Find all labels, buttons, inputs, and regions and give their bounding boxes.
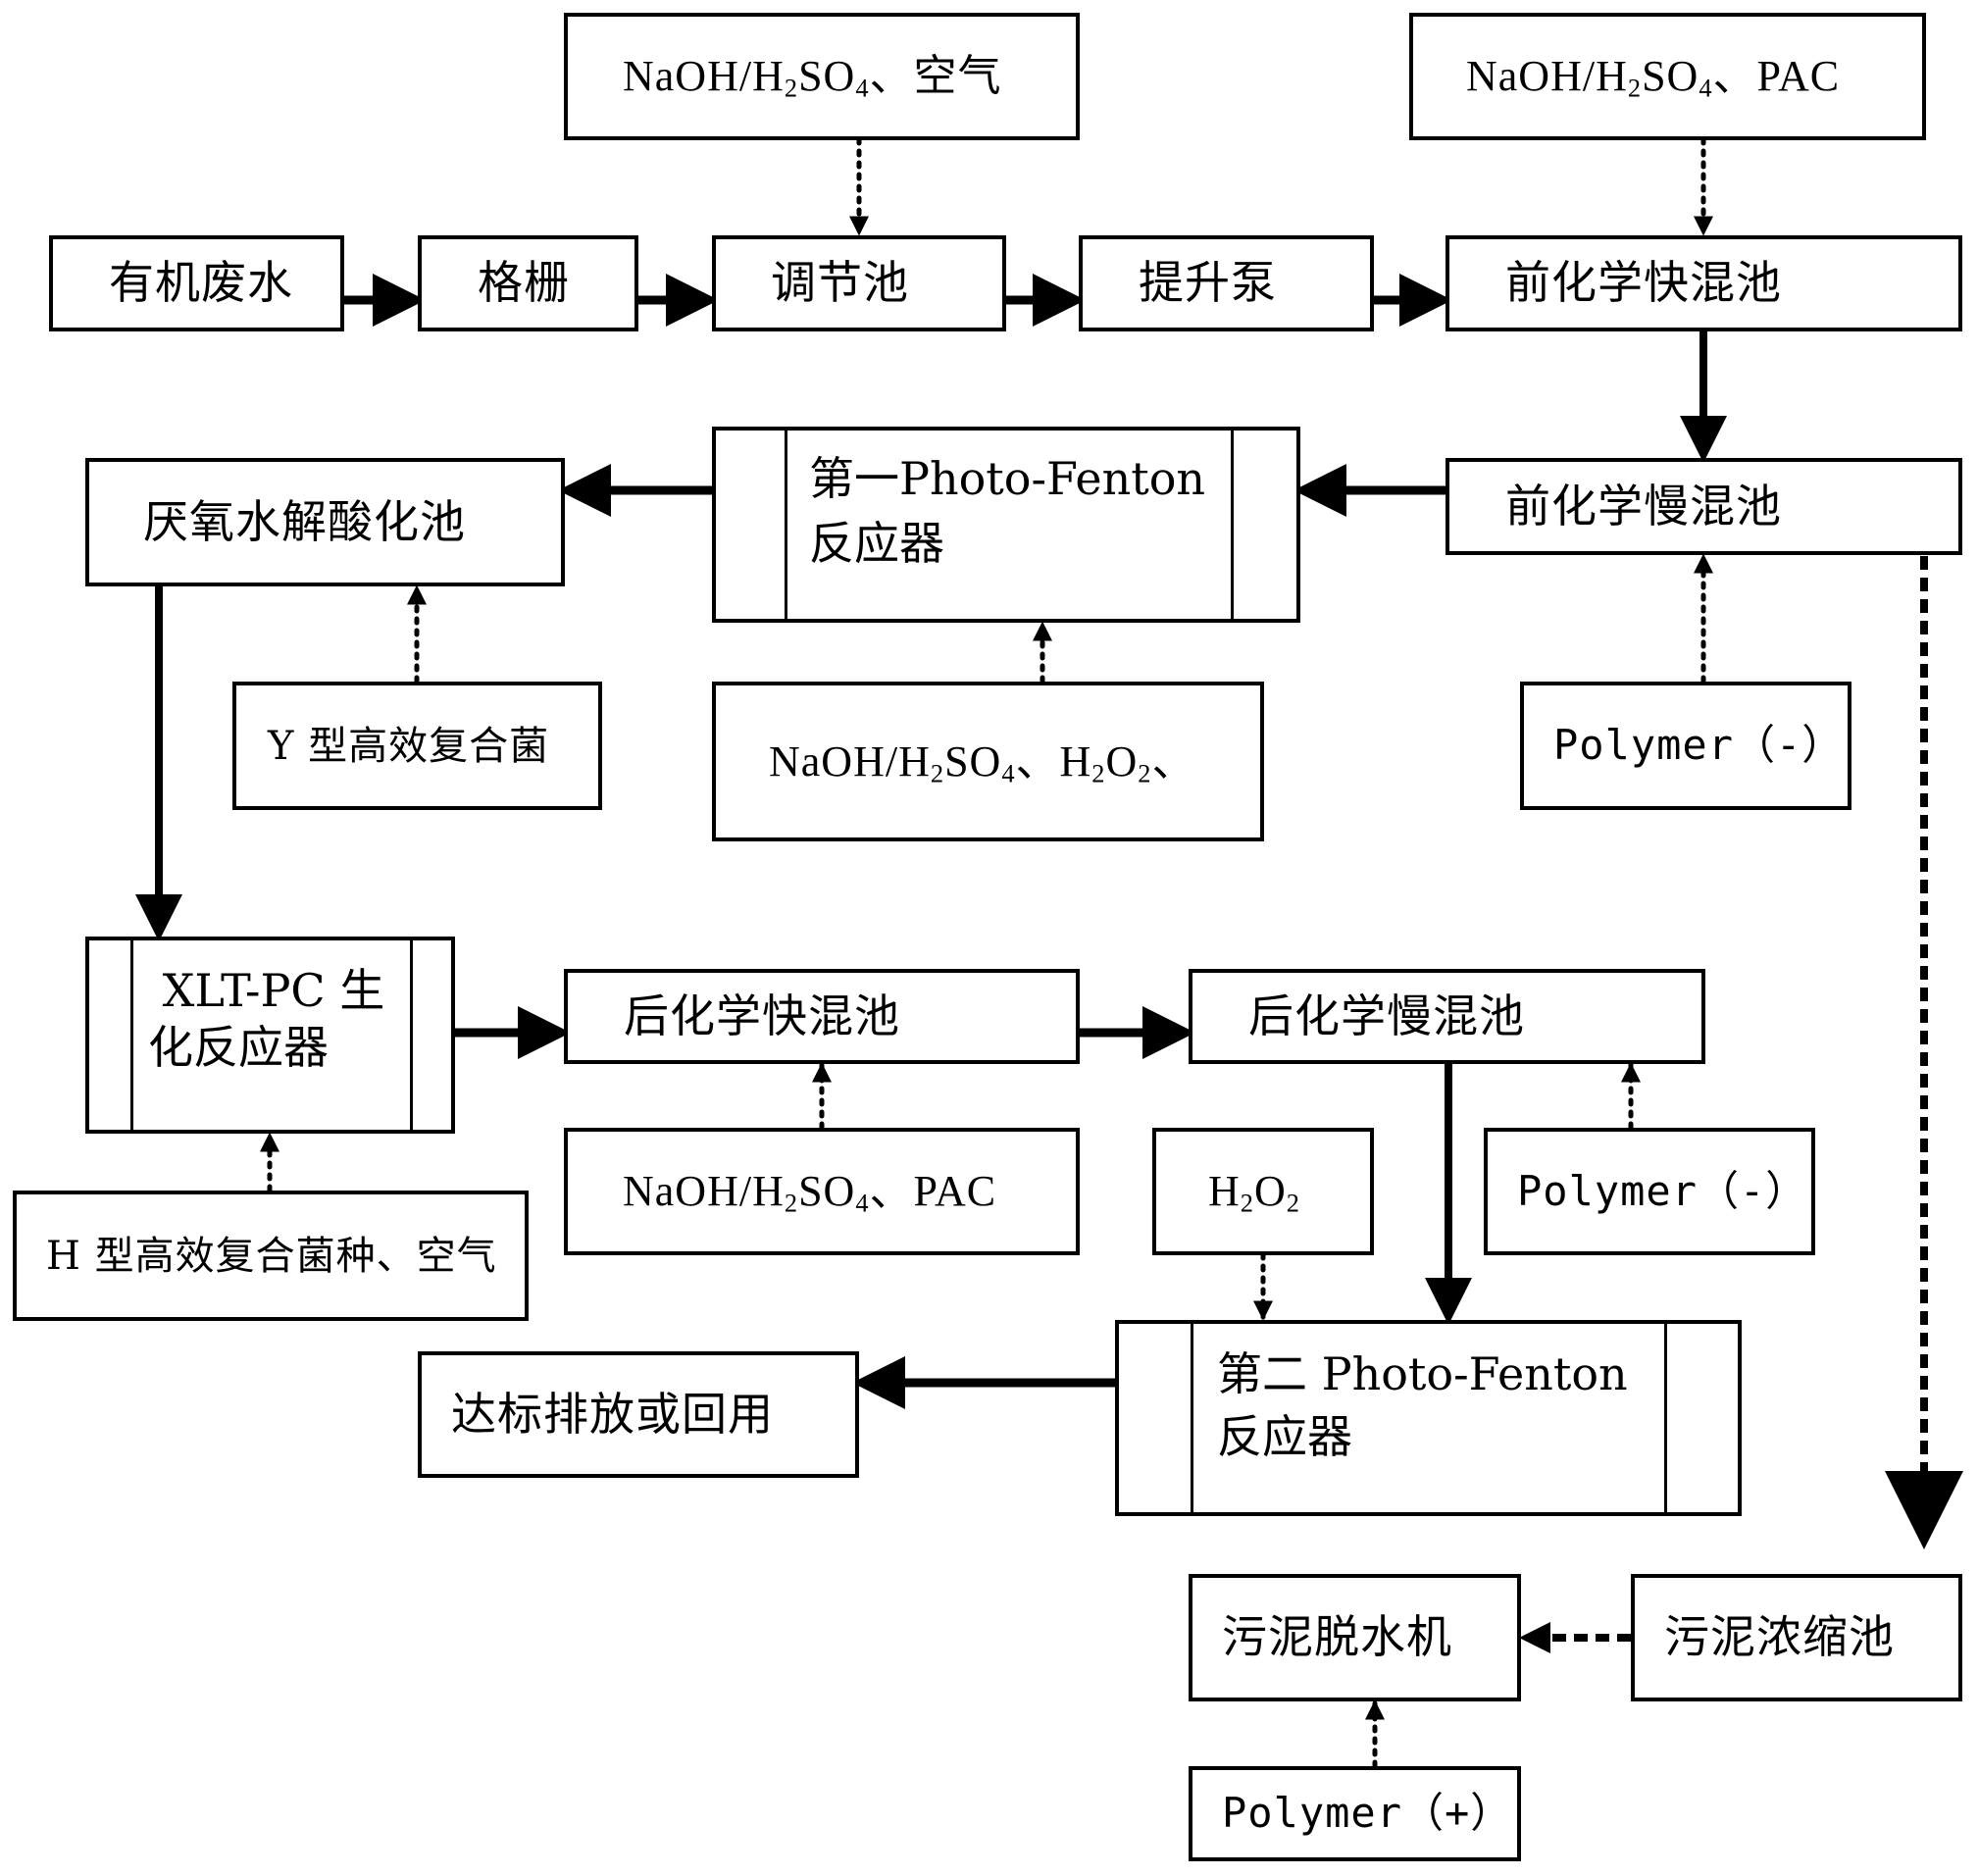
- reactor-label-line1: 第二 Photo-Fenton: [1217, 1347, 1628, 1400]
- node-label: 后化学慢混池: [1248, 989, 1525, 1042]
- node-label: 后化学快混池: [624, 989, 900, 1042]
- reactor-label: 第二 Photo-Fenton 反应器: [1217, 1345, 1628, 1467]
- dose-box-preslow: Polymer（-）: [1520, 682, 1851, 810]
- reactor-label-line1: 第一Photo-Fenton: [809, 452, 1206, 505]
- dose-box-dewatering: Polymer（+）: [1189, 1766, 1521, 1861]
- node-sludge-thickener: 污泥浓缩池: [1631, 1574, 1962, 1701]
- dose-label: NaOH/H2SO4、PAC: [1466, 52, 1841, 103]
- node-label: 污泥脱水机: [1222, 1610, 1452, 1664]
- node-screen: 格栅: [418, 235, 638, 331]
- node-label: 调节池: [771, 256, 909, 310]
- node-anaerobic-hydrolysis: 厌氧水解酸化池: [85, 458, 565, 586]
- node-post-slow-mix: 后化学慢混池: [1189, 969, 1705, 1064]
- node-photo-fenton-2: 第二 Photo-Fenton 反应器: [1115, 1320, 1742, 1516]
- dose-label: NaOH/H2SO4、PAC: [623, 1167, 997, 1218]
- node-post-rapid-mix: 后化学快混池: [564, 969, 1080, 1064]
- subscript: 2: [1286, 1189, 1300, 1218]
- node-label: 前化学慢混池: [1505, 479, 1782, 532]
- reactor-band-left: [1191, 1320, 1193, 1516]
- reactor-label-line2: 反应器: [1217, 1409, 1352, 1463]
- subscript: 2: [1091, 758, 1106, 788]
- dose-label: Polymer（-）: [1517, 1166, 1808, 1215]
- node-label: 前化学快混池: [1505, 256, 1782, 310]
- reactor-label-line1: XLT-PC 生: [148, 964, 385, 1017]
- dose-label: Polymer（-）: [1553, 721, 1845, 770]
- subscript: 2: [930, 758, 945, 788]
- dose-box-equalization: NaOH/H2SO4、空气: [564, 13, 1080, 140]
- subscript: 4: [855, 1189, 870, 1218]
- reactor-band-right: [410, 937, 413, 1134]
- reactor-band-left: [785, 427, 787, 623]
- dose-box-xlt: H 型高效复合菌种、空气: [13, 1191, 529, 1321]
- node-xlt-pc-reactor: XLT-PC 生 化反应器: [85, 937, 455, 1134]
- subscript: 2: [1627, 74, 1643, 103]
- reactor-band-left: [130, 937, 133, 1134]
- node-pre-rapid-mix: 前化学快混池: [1445, 235, 1962, 331]
- dose-box-prerapid: NaOH/H2SO4、PAC: [1409, 13, 1926, 140]
- node-lift-pump: 提升泵: [1079, 235, 1374, 331]
- dose-box-anaerobic: Y 型高效复合菌: [232, 682, 602, 810]
- node-label: 厌氧水解酸化池: [143, 494, 466, 548]
- node-pre-slow-mix: 前化学慢混池: [1445, 458, 1962, 555]
- dose-label: H 型高效复合菌种、空气: [46, 1233, 497, 1279]
- node-sludge-dewatering: 污泥脱水机: [1189, 1574, 1521, 1701]
- subscript: 2: [1138, 758, 1152, 788]
- subscript: 2: [784, 74, 799, 103]
- dose-label: Y 型高效复合菌: [268, 723, 550, 769]
- node-label: 格栅: [478, 256, 570, 310]
- dose-box-pf2: H2O2: [1152, 1128, 1374, 1255]
- subscript: 4: [1001, 758, 1016, 788]
- subscript: 2: [784, 1189, 799, 1218]
- subscript: 4: [855, 74, 870, 103]
- node-photo-fenton-1: 第一Photo-Fenton 反应器: [712, 427, 1300, 623]
- dose-label: H2O2: [1208, 1167, 1300, 1218]
- dose-box-postslow: Polymer（-）: [1484, 1128, 1815, 1255]
- dose-label: Polymer（+）: [1222, 1789, 1513, 1838]
- node-equalization-tank: 调节池: [712, 235, 1006, 331]
- node-label: 达标排放或回用: [451, 1387, 774, 1441]
- node-label: 有机废水: [109, 256, 293, 310]
- node-label: 污泥浓缩池: [1664, 1610, 1895, 1664]
- dose-label: NaOH/H2SO4、空气: [623, 52, 1002, 103]
- reactor-label-line2: 化反应器: [148, 1020, 329, 1074]
- reactor-label-line2: 反应器: [809, 516, 944, 570]
- dose-box-postrapid: NaOH/H2SO4、PAC: [564, 1128, 1080, 1255]
- reactor-label: 第一Photo-Fenton 反应器: [809, 450, 1205, 574]
- subscript: 2: [1240, 1189, 1254, 1218]
- reactor-label: XLT-PC 生 化反应器: [148, 962, 384, 1078]
- subscript: 4: [1699, 74, 1713, 103]
- reactor-band-right: [1664, 1320, 1667, 1516]
- dose-box-pf1: NaOH/H2SO4、H2O2、: [712, 682, 1264, 841]
- node-raw-wastewater: 有机废水: [49, 235, 344, 331]
- dose-label: NaOH/H2SO4、H2O2、: [769, 736, 1196, 788]
- node-label: 提升泵: [1139, 256, 1277, 310]
- node-discharge: 达标排放或回用: [418, 1351, 859, 1478]
- reactor-band-right: [1231, 427, 1234, 623]
